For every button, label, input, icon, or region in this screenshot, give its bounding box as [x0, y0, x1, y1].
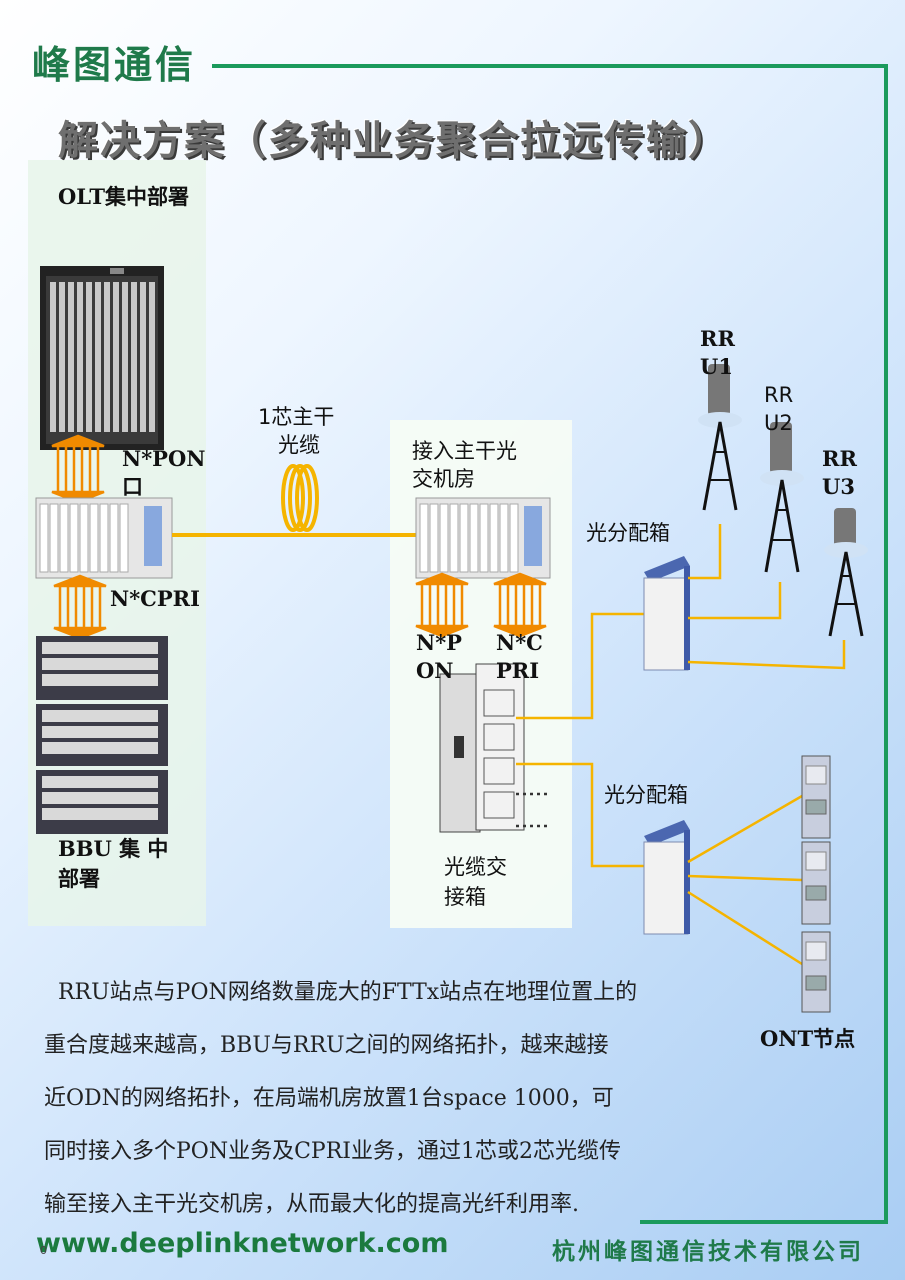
- cable-label-2: 光缆: [278, 433, 320, 457]
- paragraph-line: 同时接入多个PON业务及CPRI业务，通过1芯或2芯光缆传: [44, 1139, 621, 1164]
- frame-line-right: [884, 64, 888, 1224]
- space1000-unit-left: [35, 497, 173, 579]
- fiber-cross-cabinet-icon: [439, 663, 525, 833]
- npon2-label-2: ON: [416, 658, 454, 683]
- cpri-arrows: [53, 574, 107, 640]
- paragraph-line: RRU站点与PON网络数量庞大的FTTx站点在地理位置上的: [44, 980, 638, 1005]
- space1000-unit-right: [415, 497, 551, 579]
- ncpri-label: N*CPRI: [110, 586, 200, 611]
- frame-line-top: [212, 64, 888, 68]
- pon-arrows: [51, 434, 105, 504]
- splitter-1-label: 光分配箱: [586, 521, 670, 545]
- access-arrows: [415, 572, 547, 638]
- bbu-label-1: BBU 集 中: [58, 836, 169, 861]
- olt-label: OLT集中部署: [58, 184, 189, 209]
- ont-box-3-icon: [801, 931, 831, 1013]
- splitter-box-1-icon: [643, 556, 690, 671]
- ont-label: ONT节点: [760, 1026, 856, 1051]
- cabinet-label-1: 光缆交: [444, 855, 507, 879]
- rru1-label-1: RR: [700, 326, 735, 351]
- company-name: 杭州峰图通信技术有限公司: [552, 1238, 864, 1265]
- rru3-label-1: RR: [822, 446, 857, 471]
- paragraph-line: 重合度越来越高，BBU与RRU之间的网络拓扑，越来越接: [44, 1033, 609, 1058]
- trunk-fiber-cable: [172, 464, 420, 537]
- rru-tower-3-icon: [824, 508, 868, 637]
- brand-logo-text: 峰图通信: [32, 42, 197, 87]
- distribution-fibers: [516, 612, 644, 868]
- npon-label-2: 口: [122, 474, 143, 499]
- page-number: 0: [40, 1244, 47, 1257]
- cable-label-1: 1芯主干: [258, 405, 335, 429]
- rru-tower-2-icon: [760, 422, 804, 573]
- rru2-label-1: RR: [764, 383, 794, 407]
- olt-chassis-icon: [40, 266, 164, 450]
- rru-fibers: [687, 524, 846, 670]
- ont-fibers: [687, 794, 803, 966]
- description-paragraph: RRU站点与PON网络数量庞大的FTTx站点在地理位置上的 重合度越来越高，BB…: [44, 966, 724, 1231]
- rru1-label-2: U1: [700, 354, 733, 379]
- rru-tower-1-icon: [698, 364, 742, 511]
- paragraph-line: 近ODN的网络拓扑，在局端机房放置1台space 1000，可: [44, 1086, 614, 1111]
- frame-line-bottom: [640, 1220, 888, 1224]
- bbu-stack-icon: [36, 636, 168, 834]
- ont-box-1-icon: [801, 755, 831, 839]
- ncpri2-label-1: N*C: [496, 630, 543, 655]
- ont-box-2-icon: [801, 841, 831, 925]
- bbu-label-2: 部署: [58, 866, 100, 891]
- rru2-label-2: U2: [764, 411, 793, 435]
- website-url: www.deeplinknetwork.com: [36, 1228, 449, 1259]
- rru3-label-2: U3: [822, 474, 855, 499]
- access-room-label-1: 接入主干光: [412, 439, 517, 463]
- ncpri2-label-2: PRI: [496, 658, 540, 683]
- splitter-2-label: 光分配箱: [604, 783, 688, 807]
- cabinet-label-2: 接箱: [444, 885, 486, 909]
- page-title: 解决方案（多种业务聚合拉远传输）: [58, 118, 730, 164]
- splitter-box-2-icon: [643, 820, 690, 935]
- paragraph-line: 输至接入主干光交机房，从而最大化的提高光纤利用率.: [44, 1192, 579, 1217]
- npon2-label-1: N*P: [416, 630, 462, 655]
- access-room-label-2: 交机房: [412, 467, 475, 491]
- npon-label-1: N*PON: [122, 446, 206, 471]
